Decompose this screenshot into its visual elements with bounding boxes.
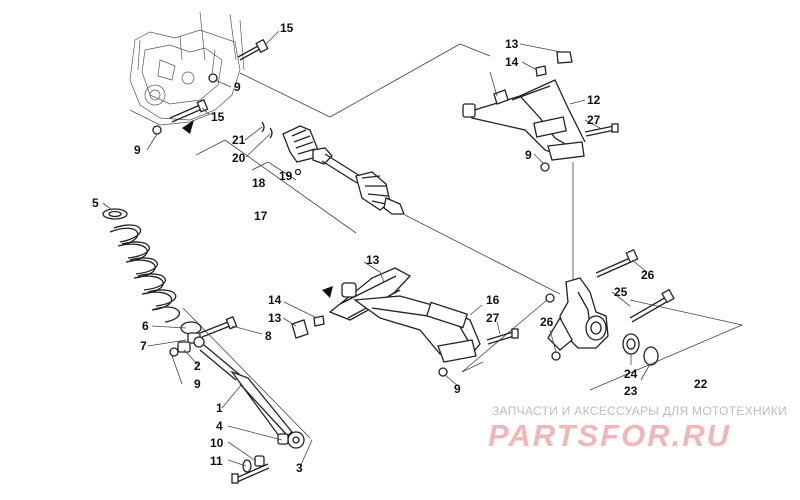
callout-6: 6 <box>142 319 149 333</box>
shock-absorber <box>169 316 305 484</box>
callout-27: 27 <box>486 311 500 325</box>
callout-5: 5 <box>92 196 99 210</box>
nut-9-upper <box>208 73 218 83</box>
callout-9: 9 <box>194 377 201 391</box>
callout-4: 4 <box>216 419 223 433</box>
callout-21: 21 <box>232 133 246 147</box>
callout-9: 9 <box>525 148 532 162</box>
coil-spring <box>102 208 202 344</box>
watermark-brand-logo: PARTSFOR.RU <box>488 418 732 453</box>
callout-1: 1 <box>216 401 223 415</box>
callout-7: 7 <box>140 339 147 353</box>
callout-11: 11 <box>210 454 223 468</box>
callout-27: 27 <box>587 113 601 127</box>
callout-24: 24 <box>624 367 638 381</box>
callout-14: 14 <box>268 293 282 307</box>
callout-16: 16 <box>486 293 500 307</box>
callout-18: 18 <box>252 176 266 190</box>
lower-a-arm <box>291 267 519 377</box>
callout-8: 8 <box>265 329 272 343</box>
callout-12: 12 <box>587 93 601 107</box>
pointer-arrow-upper <box>182 120 194 134</box>
callout-20: 20 <box>232 151 246 165</box>
callout-22: 22 <box>694 377 708 391</box>
nut-9-left <box>152 125 162 135</box>
callout-10: 10 <box>210 436 224 450</box>
callout-19: 19 <box>279 169 293 183</box>
callout-15: 15 <box>280 21 294 35</box>
callout-14: 14 <box>505 55 519 69</box>
steering-knuckle <box>545 248 675 366</box>
callout-9: 9 <box>134 143 141 157</box>
callout-17: 17 <box>254 209 268 223</box>
callout-26: 26 <box>540 315 554 329</box>
callout-13: 13 <box>366 253 380 267</box>
callout-3: 3 <box>296 461 303 475</box>
watermark-tagline: ЗАПЧАСТИ И АКСЕССУАРЫ ДЛЯ МОТОТЕХНИКИ <box>492 404 788 418</box>
callout-9: 9 <box>454 382 461 396</box>
callout-15: 15 <box>211 110 225 124</box>
upper-a-arm <box>462 51 619 172</box>
bolt-15-top <box>237 38 269 61</box>
engine-frame <box>129 11 245 126</box>
callout-13: 13 <box>268 311 282 325</box>
callout-labels: 15 9 15 9 21 20 19 18 17 13 14 12 27 9 5… <box>92 21 708 475</box>
drive-axle <box>195 121 405 234</box>
reference-lines <box>182 43 744 439</box>
callout-26: 26 <box>641 268 655 282</box>
callout-23: 23 <box>624 384 638 398</box>
pointer-arrow-lower <box>322 286 333 298</box>
callout-25: 25 <box>614 285 628 299</box>
leader-lines <box>102 30 651 468</box>
callout-9: 9 <box>234 80 241 94</box>
callout-2: 2 <box>194 359 201 373</box>
callout-13: 13 <box>505 37 519 51</box>
